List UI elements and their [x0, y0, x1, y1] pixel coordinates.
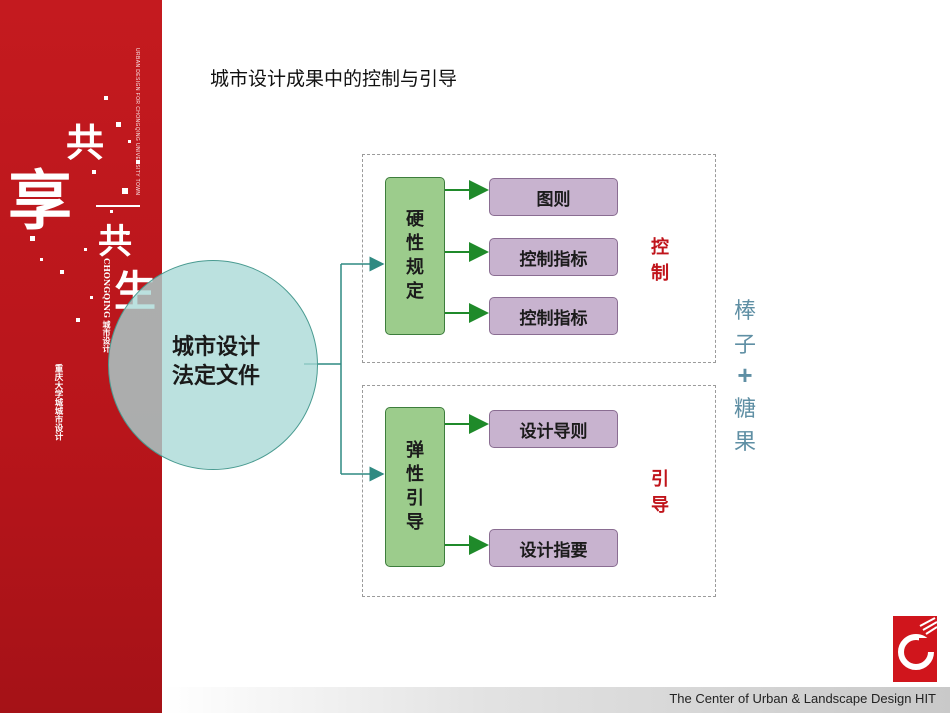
sidebar-school-name: 重庆大学城城市设计: [53, 364, 63, 441]
sidebar-vertical-english: URBAN DESIGN FOR CHONGQING UNIVERSITY TO…: [134, 48, 140, 196]
rigid-label-char: 性: [406, 233, 424, 254]
pixel-dot: [104, 96, 108, 100]
rigid-item-control-index-1: 控制指标: [489, 238, 618, 276]
pixel-dot: [84, 248, 87, 251]
sidebar-char-gong-top: 共: [66, 120, 105, 165]
elastic-label-char: 导: [406, 512, 424, 533]
elastic-group-box: [362, 385, 716, 597]
elastic-label-char: 弹: [406, 440, 424, 461]
pixel-dot: [76, 318, 80, 322]
pixel-dot: [96, 205, 140, 207]
center-line-2: 法定文件: [171, 364, 260, 389]
sidebar-vertical-chinese: CHONGQING 城市设计: [102, 258, 112, 353]
pixel-dot: [90, 296, 93, 299]
pixel-dot: [60, 270, 64, 274]
pixel-dot: [92, 170, 96, 174]
rigid-label-char: 规: [406, 257, 424, 278]
pixel-dot: [126, 232, 129, 235]
elastic-label-char: 引: [406, 488, 424, 509]
center-circle-label: 城市设计 法定文件: [108, 333, 324, 391]
logo-mark-icon: [898, 617, 938, 670]
center-line-1: 城市设计: [171, 335, 260, 360]
pixel-dot: [30, 236, 35, 241]
guidance-label: 引 导: [648, 467, 672, 519]
rigid-group-box: [362, 154, 716, 363]
pixel-dot: [110, 210, 113, 213]
elastic-guidance-box: 弹 性 引 导: [385, 407, 445, 567]
pixel-dot: [122, 188, 128, 194]
control-label: 控 制: [648, 235, 672, 287]
guidance-label-char: 导: [651, 495, 669, 516]
slogan-char: 果: [733, 430, 756, 455]
rigid-label-char: 定: [406, 281, 424, 302]
slide-title: 城市设计成果中的控制与引导: [210, 68, 458, 90]
slogan-char: 棒: [733, 299, 756, 324]
rigid-item-plan: 图则: [489, 178, 618, 216]
rigid-item-control-index-2: 控制指标: [489, 297, 618, 335]
elastic-item-design-brief: 设计指要: [489, 529, 618, 567]
guidance-label-char: 引: [651, 469, 669, 490]
pixel-dot: [128, 140, 131, 143]
pixel-dot: [116, 122, 121, 127]
rigid-rules-box: 硬 性 规 定: [385, 177, 445, 335]
center-circle: [108, 260, 318, 470]
rigid-label-char: 硬: [406, 209, 424, 230]
center-logo: [893, 616, 938, 682]
elastic-label-char: 性: [406, 464, 424, 485]
control-label-char: 控: [651, 237, 669, 258]
footer-credit: The Center of Urban & Landscape Design H…: [669, 691, 936, 706]
footer-bar: [162, 687, 950, 713]
slogan-char: 糖: [733, 397, 756, 422]
slogan-plus: +: [737, 360, 753, 390]
control-label-char: 制: [651, 263, 669, 284]
slogan-char: 子: [733, 333, 756, 358]
elastic-item-design-guideline: 设计导则: [489, 410, 618, 448]
sidebar-char-gong-bottom: 共: [98, 222, 132, 262]
sidebar-char-xiang: 享: [8, 164, 72, 239]
pixel-dot: [136, 160, 140, 164]
pixel-dot: [40, 258, 43, 261]
